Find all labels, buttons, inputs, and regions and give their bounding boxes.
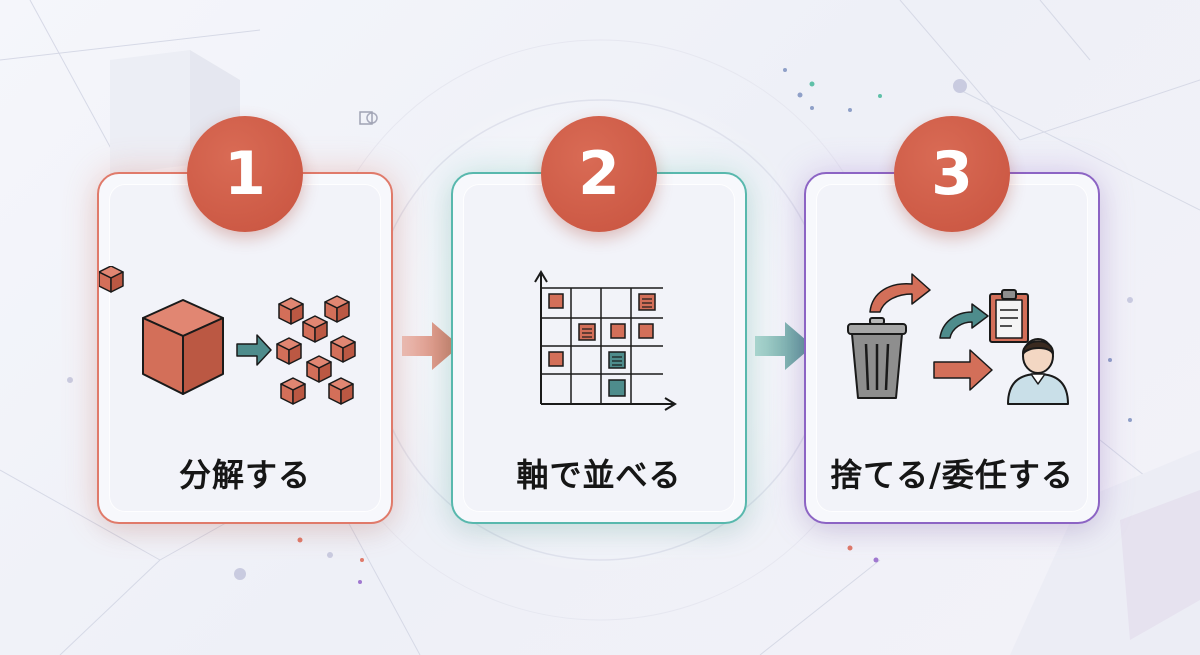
step-number-badge-3: 3 — [894, 116, 1010, 232]
step-card-2: 2 — [451, 116, 747, 524]
cube-decompose-icon — [99, 266, 356, 405]
person-icon — [1007, 338, 1069, 405]
arrow-right-icon-2 — [755, 322, 813, 370]
trash-can-icon — [847, 317, 907, 399]
curved-arrow-teal-icon — [939, 303, 989, 339]
step-number-badge-1: 1 — [187, 116, 303, 232]
curved-arrow-icon — [869, 273, 931, 313]
step-label-1: 分解する — [178, 456, 311, 494]
step-card-1: 1 分解する — [97, 116, 393, 524]
arrow-right-icon-1 — [402, 322, 460, 370]
trash-delegate-icon — [847, 273, 1069, 405]
matrix-grid-icon — [534, 270, 677, 411]
step-number-badge-2: 2 — [541, 116, 657, 232]
straight-arrow-icon — [933, 349, 993, 391]
step-label-2: 軸で並べる — [516, 456, 682, 494]
clipboard-icon — [989, 289, 1029, 343]
step-label-3: 捨てる/委任する — [830, 456, 1074, 494]
step-card-3: 3 捨てる/委任する — [804, 116, 1100, 524]
